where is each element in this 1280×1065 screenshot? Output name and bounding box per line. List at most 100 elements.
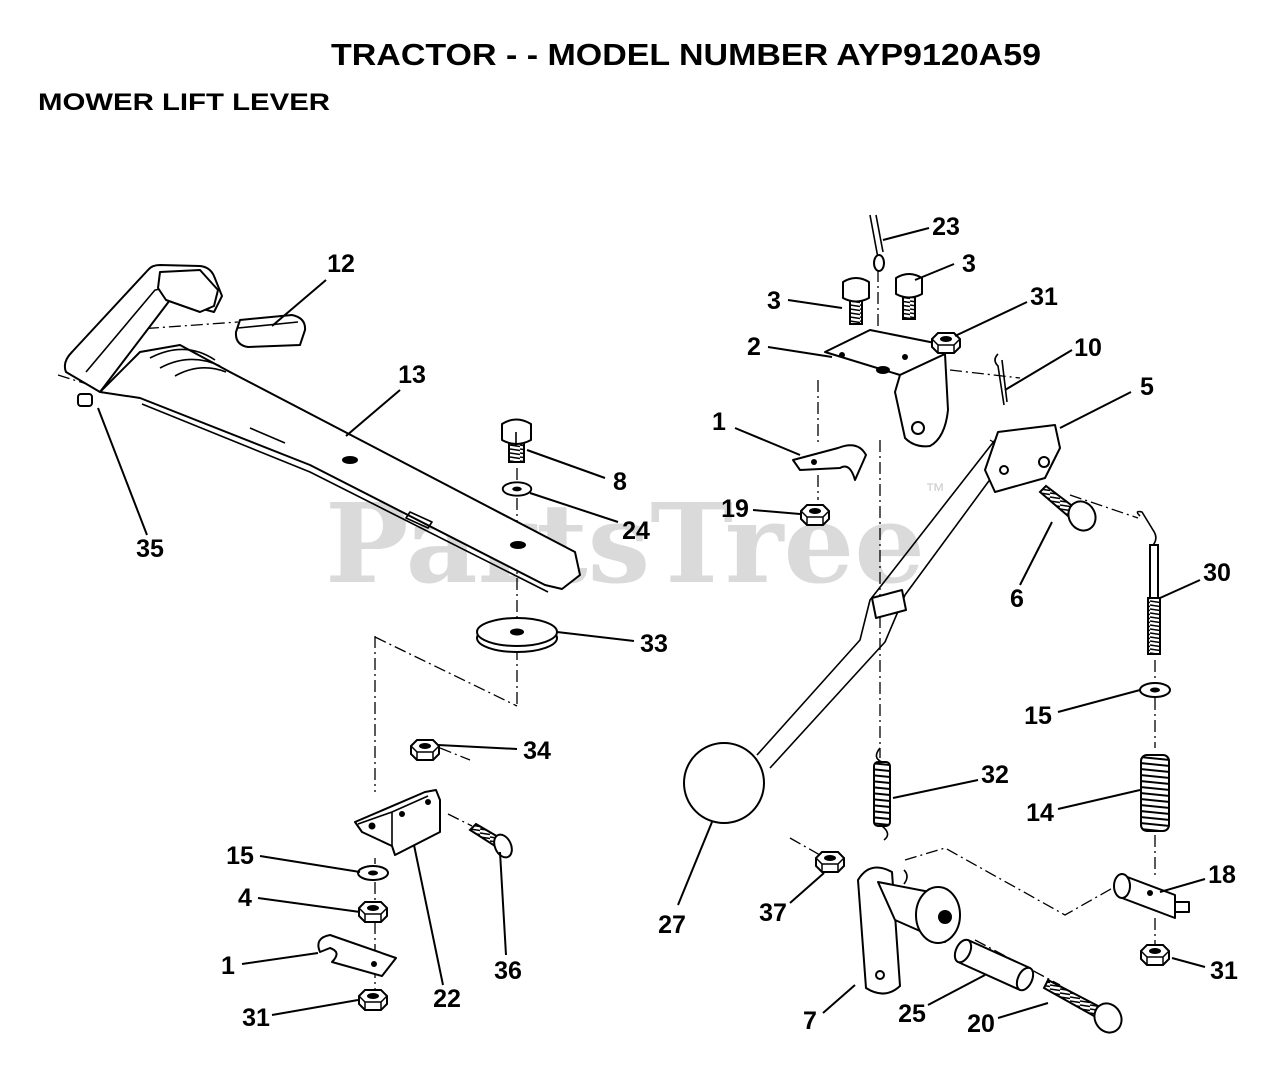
leader-36 — [499, 851, 507, 956]
part-22-bracket — [354, 789, 441, 856]
part-37-nut — [815, 851, 845, 873]
callout-35: 35 — [136, 535, 164, 563]
leader-7 — [822, 984, 856, 1014]
leader-27 — [677, 821, 713, 906]
part-36-bolt — [468, 822, 513, 859]
part-30-rod — [1136, 510, 1161, 655]
callout-1-left: 1 — [221, 952, 235, 980]
leader-20 — [997, 1002, 1049, 1019]
callout-23: 23 — [932, 213, 960, 241]
callout-6: 6 — [1010, 585, 1024, 613]
leader-3-left — [787, 299, 843, 309]
leader-18 — [1159, 878, 1206, 893]
callout-5: 5 — [1140, 373, 1154, 401]
dash-lines-left — [57, 321, 518, 990]
part-15-washer-right — [1139, 682, 1171, 698]
part-15-washer-left — [357, 865, 389, 881]
callout-19: 19 — [721, 495, 749, 523]
callout-34: 34 — [523, 737, 551, 765]
callout-24: 24 — [622, 517, 650, 545]
leader-35 — [97, 407, 148, 536]
callout-36: 36 — [494, 957, 522, 985]
part-12-pad — [157, 269, 307, 348]
leader-12 — [271, 279, 327, 327]
leader-10 — [1004, 349, 1073, 391]
part-3-bolt-left — [842, 277, 870, 325]
callout-10: 10 — [1074, 334, 1102, 362]
part-4-nut — [358, 901, 388, 923]
part-32-spring — [873, 747, 891, 841]
part-6-bolt — [1038, 484, 1097, 532]
leader-33 — [556, 631, 635, 642]
callout-27: 27 — [658, 911, 686, 939]
part-18-trunnion — [1113, 873, 1190, 919]
leader-23 — [882, 227, 930, 241]
callout-3-left: 3 — [767, 287, 781, 315]
callout-25: 25 — [898, 1000, 926, 1028]
leader-19 — [752, 509, 801, 515]
part-31-nut-left — [358, 989, 388, 1011]
callout-31-left: 31 — [242, 1004, 270, 1032]
callout-1-right: 1 — [712, 408, 726, 436]
part-1-clip-right — [792, 444, 867, 481]
leader-1-right — [734, 427, 801, 456]
leader-5 — [1059, 391, 1132, 429]
part-23-cotter-pin — [869, 214, 885, 272]
leader-15-left — [259, 855, 361, 873]
callout-4: 4 — [238, 884, 252, 912]
callout-30: 30 — [1203, 559, 1231, 587]
leader-22 — [413, 844, 444, 986]
leader-34 — [437, 744, 518, 750]
leader-13 — [345, 389, 401, 437]
callout-14: 14 — [1026, 799, 1054, 827]
part-1-clip-left — [317, 934, 397, 977]
leader-6 — [1019, 521, 1053, 586]
part-14-spring — [1140, 754, 1170, 832]
leader-8 — [526, 449, 606, 479]
callout-labels: 12 13 35 8 24 33 34 15 4 1 31 22 36 23 3… — [136, 213, 1238, 1038]
leader-lines — [97, 227, 1206, 1019]
leader-31-left — [271, 999, 359, 1016]
part-31-nut-right — [1140, 944, 1170, 966]
diagram-title: TRACTOR - - MODEL NUMBER AYP9120A59 — [331, 37, 1041, 72]
part-7-arm — [857, 866, 961, 995]
part-5-lever — [756, 424, 1061, 769]
callout-15-right: 15 — [1024, 702, 1052, 730]
leader-2 — [767, 346, 833, 358]
callout-3-right: 3 — [962, 250, 976, 278]
leader-31-right — [1171, 957, 1206, 968]
leader-4 — [257, 897, 361, 913]
callout-22: 22 — [433, 985, 461, 1013]
part-10-pin — [994, 353, 1008, 406]
callout-20: 20 — [967, 1010, 995, 1038]
callout-31-right: 31 — [1210, 957, 1238, 985]
part-25-tube — [953, 938, 1035, 992]
part-2-bracket — [824, 329, 949, 448]
part-20-bolt — [1042, 978, 1123, 1034]
leader-32 — [892, 779, 979, 799]
part-27-knob — [683, 742, 765, 824]
part-35-pin — [77, 393, 93, 407]
leader-1-left — [241, 952, 319, 965]
callout-2: 2 — [747, 333, 761, 361]
callout-33: 33 — [640, 630, 668, 658]
leader-15-right — [1057, 689, 1141, 713]
leader-3-right — [914, 263, 955, 281]
part-34-nut — [410, 739, 440, 761]
watermark-trademark: ™ — [925, 480, 945, 502]
callout-7: 7 — [803, 1007, 817, 1035]
section-subtitle: MOWER LIFT LEVER — [38, 89, 330, 116]
callout-18: 18 — [1208, 861, 1236, 889]
callout-31-top: 31 — [1030, 283, 1058, 311]
leader-37 — [789, 872, 825, 904]
callout-32: 32 — [981, 761, 1009, 789]
leader-30 — [1159, 579, 1201, 599]
leader-25 — [927, 974, 986, 1006]
part-33-washer — [476, 617, 558, 653]
callout-13: 13 — [398, 361, 426, 389]
leader-31-top — [954, 301, 1028, 337]
part-19-nut — [800, 504, 830, 526]
part-8-bolt — [501, 418, 532, 463]
